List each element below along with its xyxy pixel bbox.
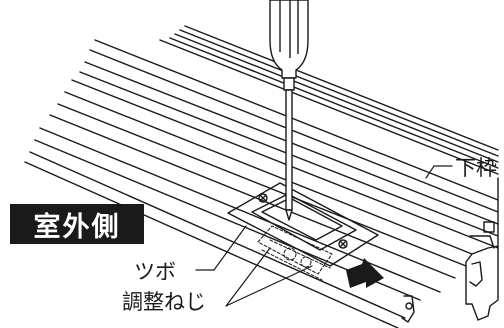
arrow-right-icon xyxy=(346,258,384,288)
adjust-screw-label: 調整ねじ xyxy=(122,290,206,314)
leader-lines xyxy=(195,165,453,307)
adjustment-plate xyxy=(227,182,379,267)
lower-frame-rails xyxy=(24,25,499,328)
lower-frame-label: 下枠 xyxy=(455,156,497,180)
tsubo-label: ツボ xyxy=(134,260,176,284)
screwdriver-icon xyxy=(269,0,309,221)
frame-end-profile xyxy=(401,177,499,323)
hidden-adjust-screw xyxy=(257,225,333,281)
outdoor-side-badge: 室外側 xyxy=(10,204,144,244)
